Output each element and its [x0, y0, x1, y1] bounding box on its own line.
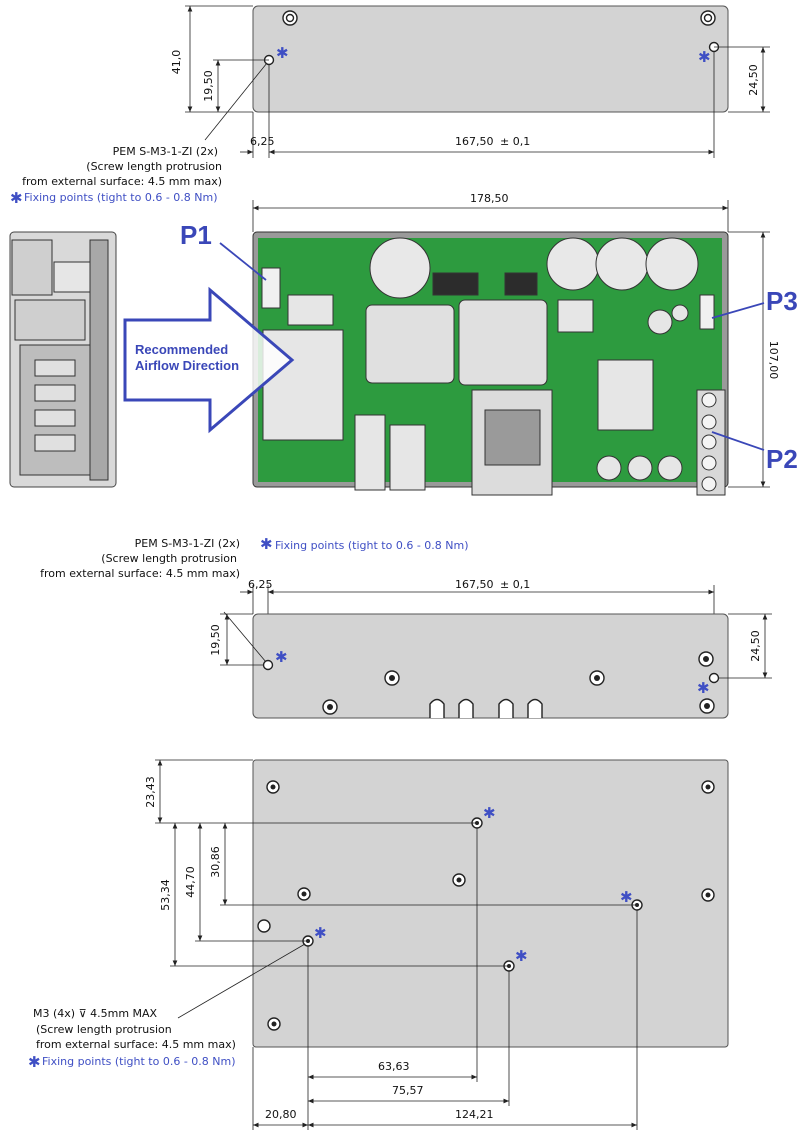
bottom-plate — [252, 759, 729, 1048]
label-p1: P1 — [180, 220, 212, 250]
fixing-star-icon: ✱ — [483, 804, 496, 822]
top-mount-hole-inner — [285, 13, 295, 23]
label-p3: P3 — [766, 286, 798, 316]
fixing-star-icon: ✱ — [698, 48, 711, 66]
dim-tolerance-mid: ± 0,1 — [500, 578, 530, 591]
fixing-star-icon: ✱ — [28, 1053, 41, 1071]
dim-24-50-mid: 24,50 — [749, 630, 762, 662]
dim-167-50-top: 167,50 — [455, 135, 494, 148]
dim-19-50-mid: 19,50 — [209, 624, 222, 656]
plate-holes — [257, 780, 715, 1031]
airflow-arrow-icon — [123, 286, 295, 434]
transformer — [458, 299, 548, 386]
label-p2: P2 — [766, 444, 798, 474]
dim-19-50-top: 19,50 — [202, 70, 215, 102]
screw-note-top-2: from external surface: 4.5 mm max) — [22, 175, 222, 188]
dim-23-43: 23,43 — [144, 776, 157, 808]
fixing-star-icon: ✱ — [275, 648, 288, 666]
top-side-panel — [252, 5, 729, 113]
mount-holes-mid — [322, 651, 715, 718]
fixing-star-icon: ✱ — [620, 888, 633, 906]
dim-53-34: 53,34 — [159, 879, 172, 911]
side-end-view — [9, 231, 117, 488]
capacitor — [645, 237, 699, 291]
dim-75-57: 75,57 — [392, 1084, 424, 1097]
pem-label-mid: PEM S-M3-1-ZI (2x) — [135, 537, 240, 550]
top-side-view: ✱ ✱ 41,0 19,50 24,50 6,25 167,50 ± 0,1 P… — [10, 5, 770, 207]
dim-24-50-top: 24,50 — [747, 64, 760, 96]
dim-30-86: 30,86 — [209, 846, 222, 878]
capacitor — [369, 237, 431, 299]
screw-note-mid-1: (Screw length protrusion — [101, 552, 237, 565]
dim-107-00: 107,00 — [767, 341, 780, 380]
pem-fixing-hole-right — [708, 672, 720, 684]
connector-p1 — [261, 267, 281, 309]
capacitor — [546, 237, 600, 291]
pem-label-top: PEM S-M3-1-ZI (2x) — [113, 145, 218, 158]
fixing-star-icon: ✱ — [10, 189, 23, 207]
terminal-block-p2 — [696, 389, 726, 496]
fixing-star-icon: ✱ — [260, 535, 273, 553]
fixing-star-icon: ✱ — [276, 44, 289, 62]
connector-p3 — [699, 294, 715, 330]
screw-note-top-1: (Screw length protrusion — [86, 160, 222, 173]
bottom-side-view: PEM S-M3-1-ZI (2x) (Screw length protrus… — [40, 535, 772, 719]
dim-178-50: 178,50 — [470, 192, 509, 205]
screw-note-bottom-1: (Screw length protrusion — [36, 1023, 172, 1036]
dim-height-41: 41,0 — [170, 50, 183, 75]
transformer — [365, 304, 455, 384]
pem-fixing-hole-left — [262, 659, 274, 671]
fixing-star-icon: ✱ — [515, 947, 528, 965]
fixing-star-icon: ✱ — [314, 924, 327, 942]
m3-label: M3 (4x) ⊽ 4.5mm MAX — [33, 1007, 158, 1020]
dim-44-70: 44,70 — [184, 866, 197, 898]
dim-20-80: 20,80 — [265, 1108, 297, 1121]
dim-124-21: 124,21 — [455, 1108, 494, 1121]
fixing-note-bottom: Fixing points (tight to 0.6 - 0.8 Nm) — [42, 1055, 236, 1068]
dim-6-25-mid: 6,25 — [248, 578, 273, 591]
airflow-label-1: Recommended — [135, 342, 228, 357]
pcb-top-view: 178,50 107,00 — [9, 192, 798, 496]
fixing-note-top: Fixing points (tight to 0.6 - 0.8 Nm) — [24, 191, 218, 204]
airflow-label-2: Airflow Direction — [135, 358, 239, 373]
dim-167-50-mid: 167,50 — [455, 578, 494, 591]
capacitor — [595, 237, 649, 291]
bottom-side-panel — [252, 613, 729, 719]
fixing-star-icon: ✱ — [697, 679, 710, 697]
dim-63-63: 63,63 — [378, 1060, 410, 1073]
screw-note-bottom-2: from external surface: 4.5 mm max) — [36, 1038, 236, 1051]
bottom-plate-view: ✱ ✱ ✱ ✱ 23,43 53,34 44,70 30,86 63,63 75… — [28, 759, 729, 1130]
dim-tolerance-top: ± 0,1 — [500, 135, 530, 148]
fixing-note-mid: Fixing points (tight to 0.6 - 0.8 Nm) — [275, 539, 469, 552]
screw-note-mid-2: from external surface: 4.5 mm max) — [40, 567, 240, 580]
dim-6-25-top: 6,25 — [250, 135, 275, 148]
top-mount-hole-right-inner — [703, 13, 713, 23]
